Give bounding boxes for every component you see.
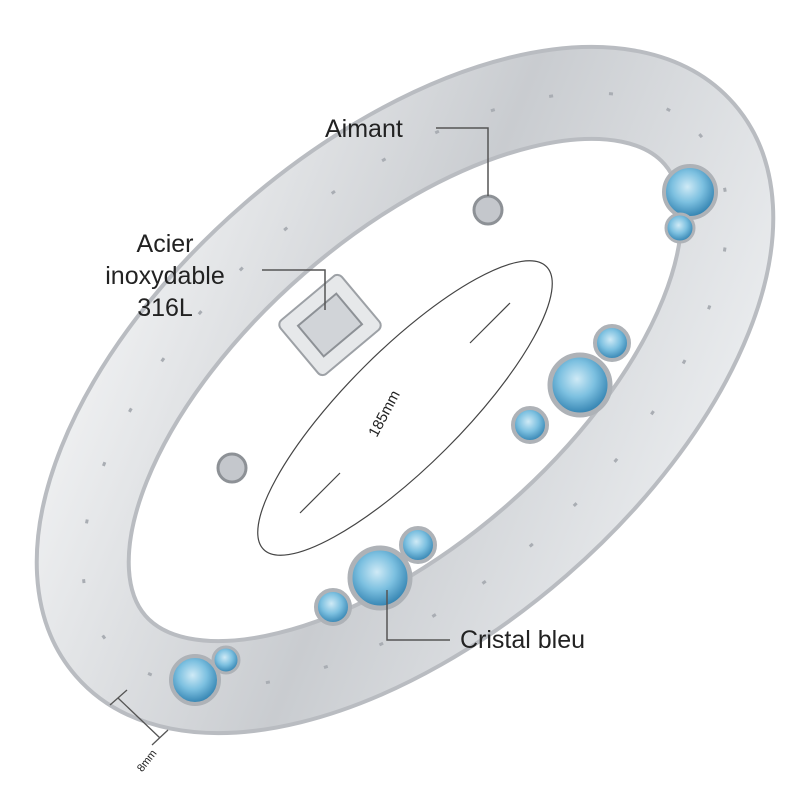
crystal-gems bbox=[169, 164, 718, 706]
clasp-icon bbox=[278, 273, 382, 377]
steel-label: Acier inoxydable 316L bbox=[90, 228, 240, 324]
crystal-label: Cristal bleu bbox=[460, 626, 586, 654]
length-dimension bbox=[257, 260, 553, 556]
steel-label-line2: inoxydable bbox=[105, 262, 225, 290]
leader-lines bbox=[262, 127, 489, 641]
magnet-label: Aimant bbox=[325, 115, 403, 143]
steel-label-line1: Acier bbox=[136, 230, 194, 258]
width-dimension bbox=[109, 689, 169, 746]
steel-label-line3: 316L bbox=[137, 294, 193, 322]
